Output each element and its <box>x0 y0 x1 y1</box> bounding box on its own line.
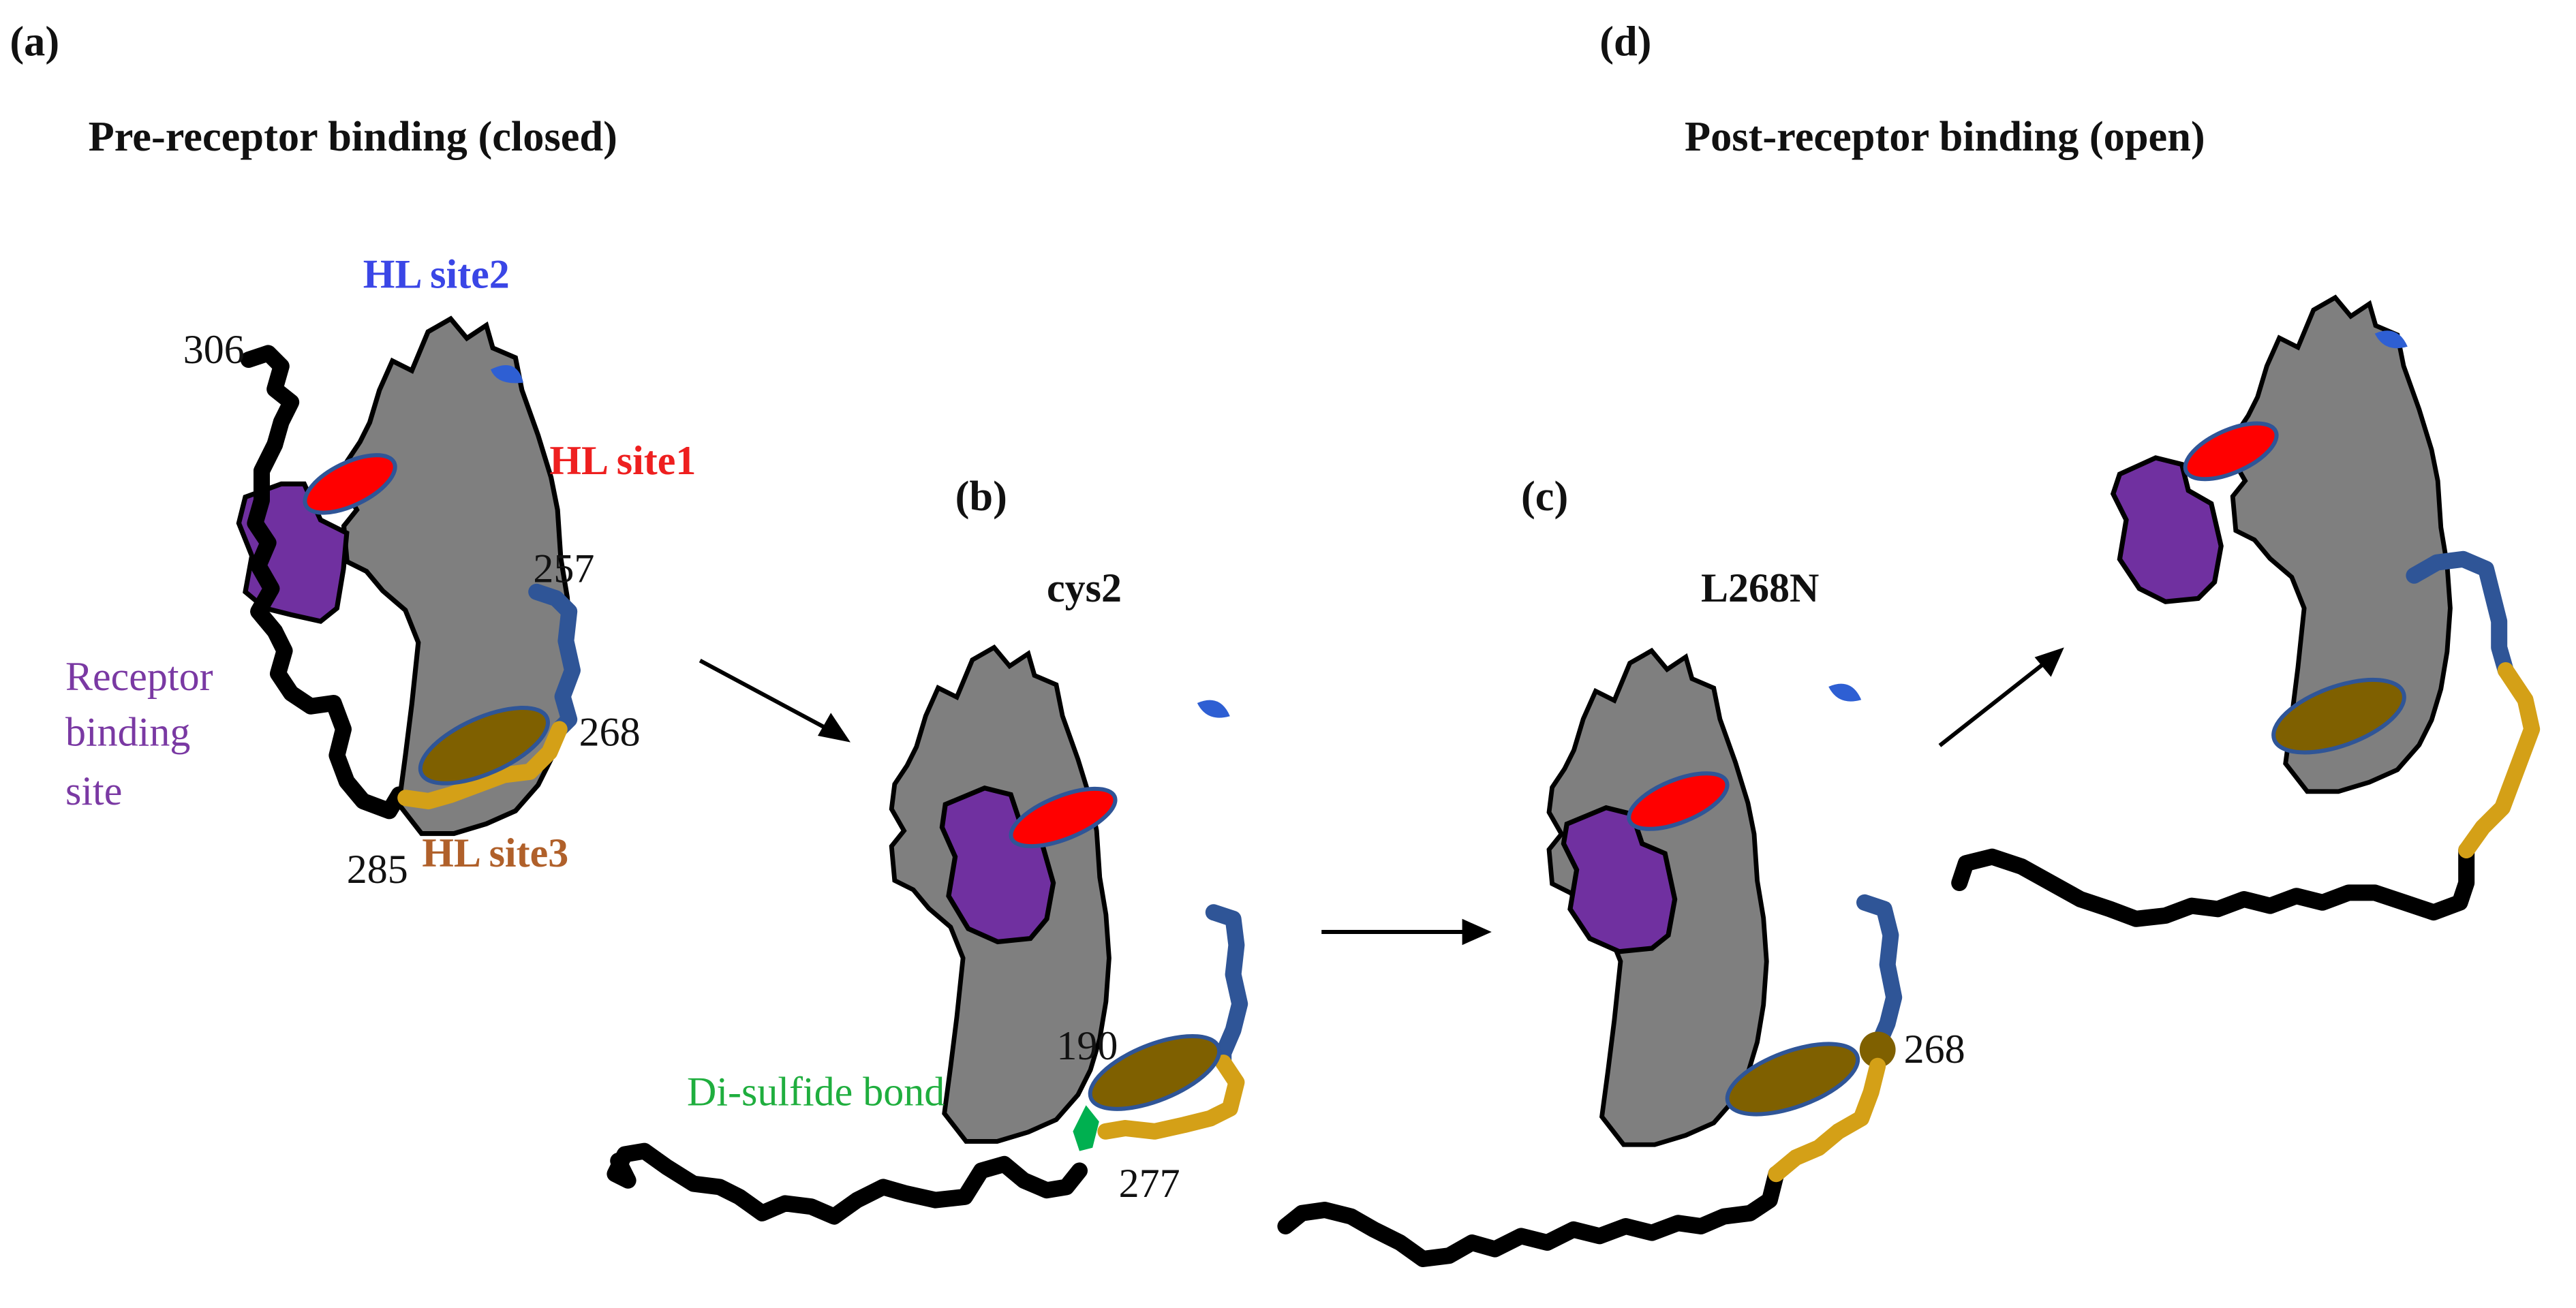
linker-blue-c <box>1856 894 1903 1055</box>
panel-label-d: (d) <box>1599 18 1651 65</box>
hl-site1-c <box>1627 771 1730 831</box>
linker-blue-b <box>1205 904 1248 1071</box>
panel-b <box>607 647 1248 1225</box>
hl-site1-d <box>2183 421 2279 482</box>
label-receptor-line2: binding <box>65 709 190 754</box>
residue-190: 190 <box>1056 1023 1118 1068</box>
hl-site2-c <box>1828 683 1862 702</box>
residue-268-c: 268 <box>1904 1027 1965 1072</box>
residue-306: 306 <box>183 327 245 372</box>
label-receptor-line1: Receptor <box>65 654 213 699</box>
hl-site3-c <box>1725 1042 1860 1117</box>
heading-pre-receptor: Pre-receptor binding (closed) <box>89 113 617 160</box>
linker-blue-a <box>528 583 581 738</box>
panel-a <box>236 319 581 834</box>
hl-site3-a <box>418 705 550 785</box>
receptor-site-b <box>939 785 1056 945</box>
label-hl-site2: HL site2 <box>363 251 510 296</box>
tail-d <box>1951 842 2475 927</box>
tail-b <box>607 1142 1088 1225</box>
linker-gold-a <box>397 721 568 809</box>
panel-label-b: (b) <box>955 473 1007 520</box>
variant-label-l268n: L268N <box>1701 565 1819 610</box>
linker-gold-b <box>1097 1055 1245 1140</box>
linker-gold-c <box>1768 1057 1886 1183</box>
receptor-site-d <box>2110 455 2224 604</box>
variant-label-cys2: cys2 <box>1047 565 1122 610</box>
arrow-b-to-c <box>1321 918 1492 946</box>
hl-site1-b <box>1009 786 1118 849</box>
tail-c <box>1277 1166 1785 1267</box>
hl-site1-a <box>303 453 397 515</box>
residue-268-a: 268 <box>579 709 641 754</box>
panel-label-c: (c) <box>1521 473 1568 520</box>
residue-285: 285 <box>347 847 408 892</box>
panel-c <box>1277 651 1903 1267</box>
linker-blue-d <box>2406 550 2514 679</box>
hl-site2-b <box>1197 700 1230 718</box>
disulfide-bond <box>1073 1105 1099 1151</box>
hl-site3-b <box>1088 1033 1222 1111</box>
label-hl-site3: HL site3 <box>422 830 568 875</box>
label-receptor-line3: site <box>65 768 122 813</box>
arrow-c-to-d <box>1938 647 2064 747</box>
heading-post-receptor: Post-receptor binding (open) <box>1685 113 2205 160</box>
panel-d <box>1951 298 2541 927</box>
linker-gold-d <box>2458 662 2541 858</box>
residue-257: 257 <box>533 546 594 591</box>
residue-277: 277 <box>1119 1161 1180 1206</box>
panel-label-a: (a) <box>10 18 59 65</box>
hl-site3-d <box>2271 677 2406 755</box>
hl-site2-d <box>2374 330 2408 349</box>
hl-site2-a <box>491 365 523 384</box>
residue-268-marker <box>1859 1031 1896 1068</box>
label-disulfide-bond: Di-sulfide bond <box>687 1069 945 1114</box>
label-hl-site1: HL site1 <box>549 438 696 483</box>
arrow-a-to-b <box>699 658 850 743</box>
